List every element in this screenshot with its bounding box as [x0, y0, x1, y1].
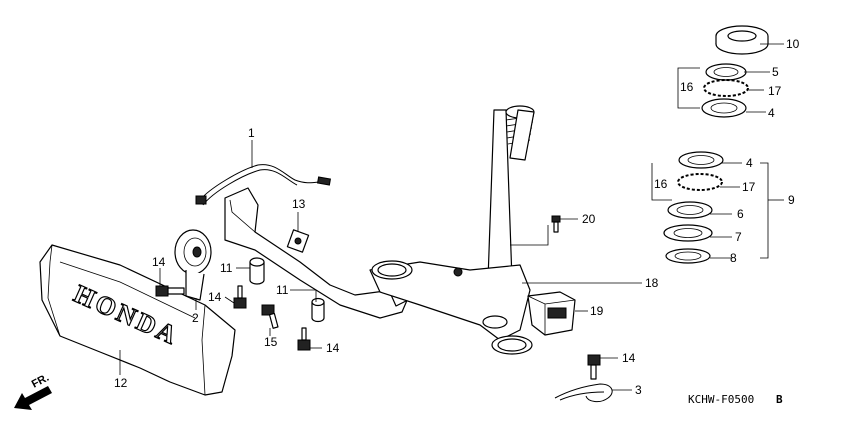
- callout-9: 9: [788, 193, 795, 207]
- callout-4-upper: 4: [768, 106, 775, 120]
- callout-labels: 1 2 3 4 4 5 6 7 8 9 10 11 11 12 13 14 14…: [114, 37, 800, 397]
- callout-7: 7: [735, 230, 742, 244]
- callout-17-upper: 17: [768, 84, 782, 98]
- drawing-code-suffix: B: [776, 393, 783, 406]
- callout-1: 1: [248, 126, 255, 140]
- front-direction-indicator: FR.: [14, 372, 52, 410]
- leader-lines: [119, 43, 784, 391]
- callout-19: 19: [590, 304, 604, 318]
- callout-11-right: 11: [276, 283, 289, 297]
- callout-16-upper: 16: [680, 80, 694, 94]
- drawing-code: KCHW-F0500 B: [688, 393, 783, 406]
- switch-box-part: [527, 291, 576, 336]
- callout-20: 20: [582, 212, 596, 226]
- callout-15: 15: [264, 335, 278, 349]
- callout-2: 2: [192, 311, 199, 325]
- callout-16-lower: 16: [654, 177, 668, 191]
- callout-8: 8: [730, 251, 737, 265]
- callout-14-mid: 14: [208, 290, 222, 304]
- callout-18: 18: [645, 276, 659, 290]
- steering-stem-part: [369, 105, 535, 355]
- bolt-part: [155, 285, 601, 380]
- callout-10: 10: [786, 37, 800, 51]
- wire-clip-part: [554, 383, 613, 403]
- callout-6: 6: [737, 207, 744, 221]
- drawing-code-text: KCHW-F0500: [688, 393, 754, 406]
- callout-11-left: 11: [220, 261, 233, 275]
- callout-13: 13: [292, 197, 306, 211]
- callout-4-lower: 4: [746, 156, 753, 170]
- collar-part: [249, 257, 325, 323]
- callout-14-low: 14: [326, 341, 340, 355]
- upper-bearing-stack: [701, 25, 769, 118]
- lower-bearing-stack: [663, 151, 724, 264]
- callout-14-left: 14: [152, 255, 166, 269]
- screw-part: [551, 215, 561, 233]
- callout-14-right: 14: [622, 351, 636, 365]
- callout-12: 12: [114, 376, 128, 390]
- callout-3: 3: [635, 383, 642, 397]
- callout-17-lower: 17: [742, 180, 756, 194]
- callout-5: 5: [772, 65, 779, 79]
- arrow-icon: [14, 386, 52, 410]
- horn-part: [174, 229, 212, 301]
- wire-harness-part: [195, 164, 332, 206]
